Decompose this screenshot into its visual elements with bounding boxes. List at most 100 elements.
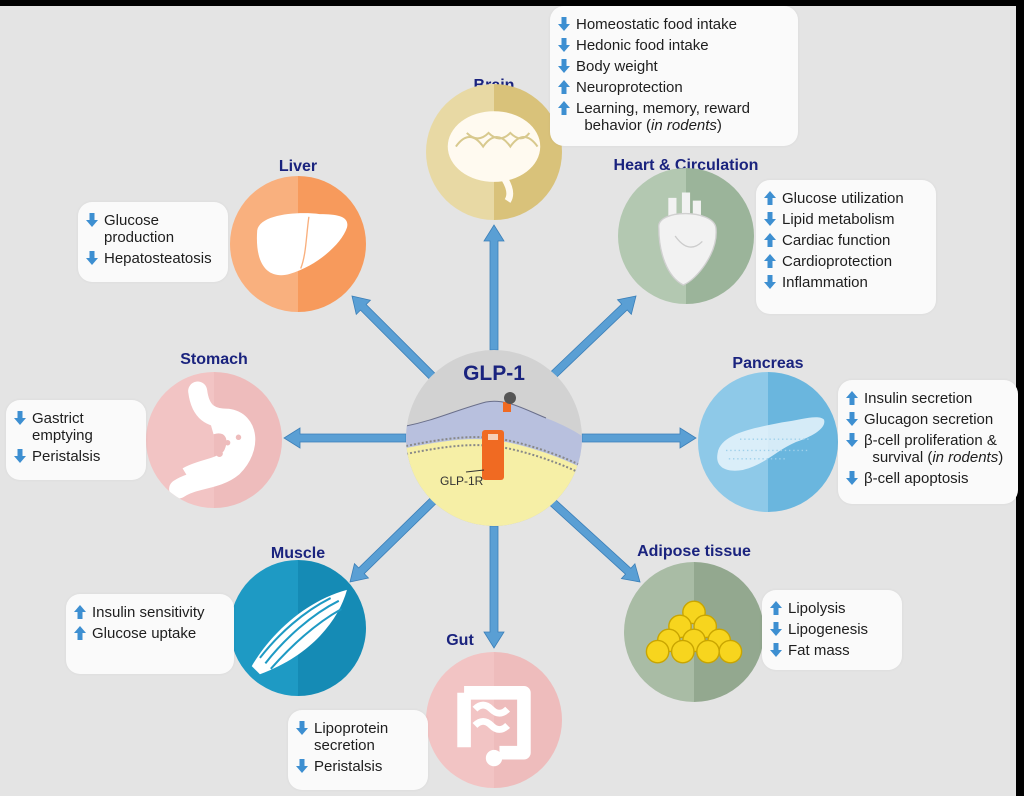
effect-item: Hedonic food intake	[558, 37, 788, 54]
effect-item: Peristalsis	[14, 448, 136, 465]
effect-item: Glucose production	[86, 212, 218, 246]
effect-label: Lipoprotein secretion	[314, 720, 389, 754]
effect-label: Glucose uptake	[92, 625, 197, 642]
up-arrow-icon	[846, 391, 858, 405]
down-arrow-icon	[558, 59, 570, 73]
receptor-label: GLP-1R	[440, 474, 484, 488]
pancreas-circle	[698, 372, 838, 512]
effect-label: Body weight	[576, 58, 658, 75]
up-arrow-icon	[74, 605, 86, 619]
adipose-circle	[624, 562, 764, 702]
glp1-center-circle	[406, 350, 582, 526]
effect-item: β-cell proliferation & survival (in rode…	[846, 432, 1008, 466]
down-arrow-icon	[764, 275, 776, 289]
top-border	[0, 0, 1024, 6]
effect-item: Glucose utilization	[764, 190, 926, 207]
effect-label: Glucose production	[104, 212, 175, 246]
effect-item: Lipolysis	[770, 600, 892, 617]
liver-icon	[256, 213, 348, 276]
effect-text: Inflammation	[782, 274, 868, 291]
muscle-title: Muscle	[270, 545, 326, 562]
effect-label: Glucagon secretion	[864, 411, 994, 428]
effect-label: Gastrict emptying	[32, 410, 93, 444]
effect-text: Fat mass	[788, 642, 850, 659]
brain-icon	[447, 111, 541, 203]
liver-circle	[230, 176, 366, 312]
up-arrow-icon	[74, 626, 86, 640]
effect-label: Cardioprotection	[782, 253, 893, 270]
effect-label: Fat mass	[788, 642, 850, 659]
arrow-to-brain	[483, 224, 505, 351]
effect-text: Lipoprotein secretion	[314, 720, 388, 754]
effect-text: β-cell apoptosis	[864, 470, 969, 487]
down-arrow-icon	[558, 38, 570, 52]
effect-label: Inflammation	[782, 274, 868, 291]
effect-item: Insulin secretion	[846, 390, 1008, 407]
effect-label: Homeostatic food intake	[576, 16, 737, 33]
effect-text: Peristalsis	[314, 758, 382, 775]
effect-text: Homeostatic food intake	[576, 16, 737, 33]
effect-label: Hedonic food intake	[576, 37, 709, 54]
down-arrow-icon	[764, 212, 776, 226]
down-arrow-icon	[558, 17, 570, 31]
down-arrow-icon	[846, 412, 858, 426]
effect-item: Insulin sensitivity	[74, 604, 224, 621]
effect-text: Glucose utilization	[782, 190, 904, 207]
effect-label: Learning, memory, reward	[576, 100, 750, 117]
effect-text: Cardiac function	[782, 232, 890, 249]
arrow-to-gut	[483, 525, 505, 649]
effect-label: Neuroprotection	[576, 79, 683, 96]
up-arrow-icon	[764, 233, 776, 247]
gut-circle	[426, 652, 562, 788]
effect-item: Body weight	[558, 58, 788, 75]
effect-item: Glucose uptake	[74, 625, 224, 642]
effect-item: Fat mass	[770, 642, 892, 659]
down-arrow-icon	[770, 622, 782, 636]
down-arrow-icon	[86, 251, 98, 265]
up-arrow-icon	[770, 601, 782, 615]
effect-label-cont: survival (	[864, 449, 933, 466]
effect-label: Peristalsis	[32, 448, 101, 465]
adipose-title: Adipose tissue	[637, 543, 751, 560]
effect-item: Homeostatic food intake	[558, 16, 788, 33]
effect-text: β-cell proliferation & survival (in rode…	[864, 432, 1004, 466]
effect-text: Gastrict emptying	[32, 410, 93, 444]
right-border	[1016, 0, 1024, 796]
effect-item: Lipogenesis	[770, 621, 892, 638]
effect-text: Hedonic food intake	[576, 37, 709, 54]
down-arrow-icon	[14, 449, 26, 463]
up-arrow-icon	[558, 80, 570, 94]
cell-membrane-icon	[406, 392, 582, 526]
down-arrow-icon	[14, 411, 26, 425]
down-arrow-icon	[846, 433, 858, 447]
effect-text: Glucagon secretion	[864, 411, 993, 428]
effect-label: Insulin secretion	[864, 390, 973, 407]
effect-text: Hepatosteatosis	[104, 250, 212, 267]
effect-label: Lipid metabolism	[782, 211, 895, 228]
effect-label: Cardiac function	[782, 232, 891, 249]
effect-text: Glucose production	[104, 212, 174, 246]
liver-title: Liver	[278, 158, 318, 175]
effect-item: Hepatosteatosis	[86, 250, 218, 267]
up-arrow-icon	[558, 101, 570, 115]
down-arrow-icon	[296, 721, 308, 735]
heart-icon	[658, 192, 717, 286]
effect-text: Lipid metabolism	[782, 211, 895, 228]
stomach-icon	[169, 381, 256, 499]
stomach-circle	[146, 372, 282, 508]
effect-item: Lipoprotein secretion	[296, 720, 418, 754]
effect-label-cont: behavior (	[576, 117, 652, 134]
effect-text: Peristalsis	[32, 448, 100, 465]
effect-item: Cardiac function	[764, 232, 926, 249]
effect-qualifier: in rodents	[932, 449, 999, 466]
effect-text: Cardioprotection	[782, 253, 892, 270]
arrow-to-stomach	[283, 427, 407, 449]
up-arrow-icon	[764, 254, 776, 268]
